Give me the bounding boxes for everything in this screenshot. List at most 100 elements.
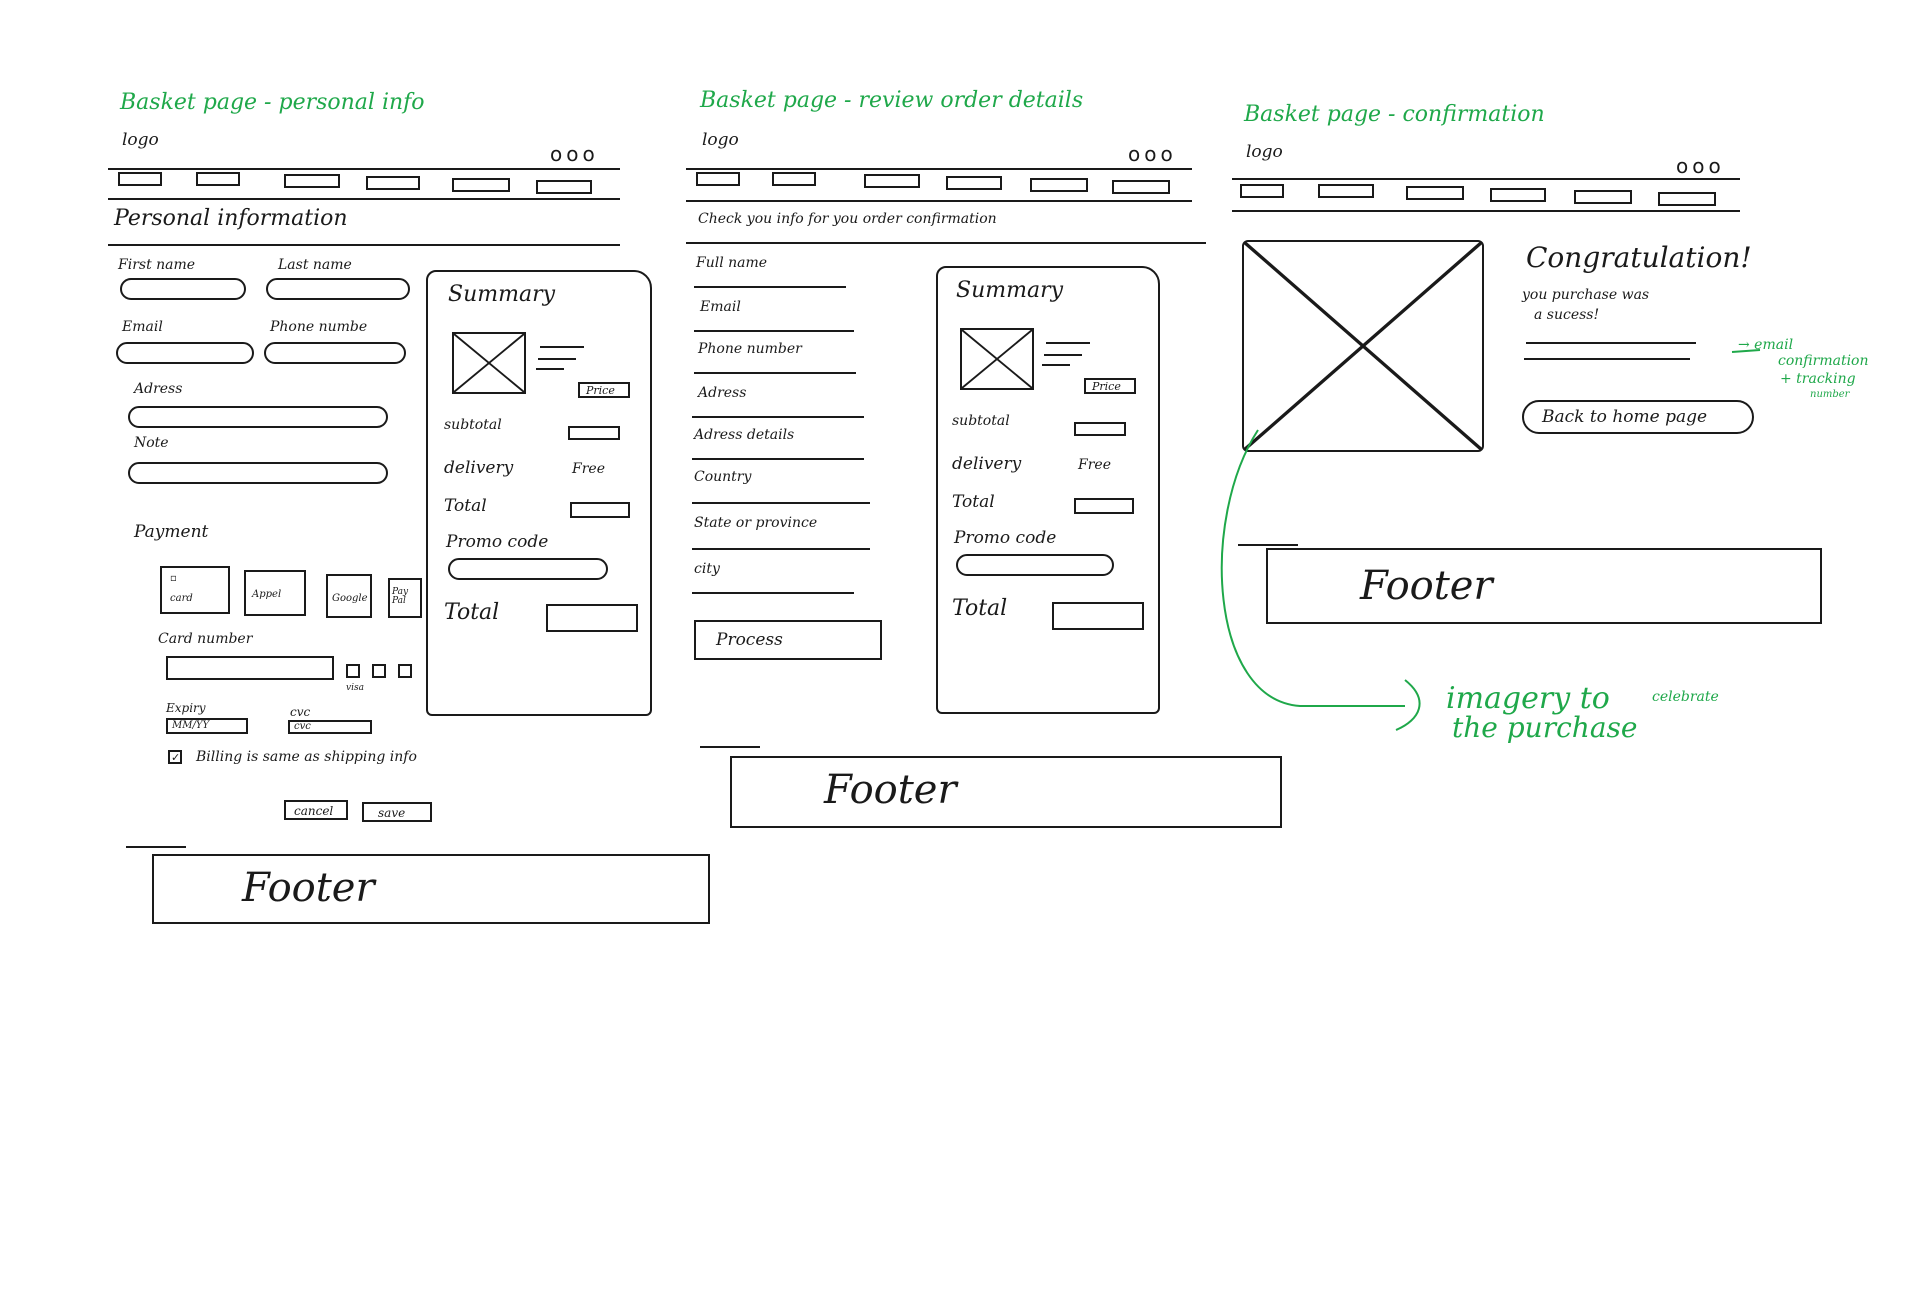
panel3-title: Basket page - confirmation — [1244, 102, 1545, 127]
nav-tab[interactable] — [946, 176, 1002, 190]
review-field-line — [692, 548, 870, 550]
nav-tab[interactable] — [696, 172, 740, 186]
summary-card: Summary Price subtotal delivery Free Tot… — [936, 266, 1160, 714]
review-field-label: Full name — [696, 255, 768, 271]
nav-tab[interactable] — [772, 172, 816, 186]
back-to-home-label: Back to home page — [1542, 407, 1708, 427]
subtotal-value — [568, 426, 620, 440]
image-placeholder-icon — [962, 330, 1032, 388]
image-placeholder-icon — [454, 334, 524, 392]
heading-divider — [108, 244, 620, 246]
cancel-label: cancel — [294, 804, 334, 818]
payment-method-apple[interactable]: Appel — [244, 570, 306, 616]
review-field-line — [692, 502, 870, 504]
total2-label: Total — [444, 600, 500, 625]
first-name-field[interactable] — [120, 278, 246, 300]
nav-tab[interactable] — [1318, 184, 1374, 198]
save-button[interactable]: save — [362, 802, 432, 822]
address-field[interactable] — [128, 406, 388, 428]
nav-divider — [686, 200, 1192, 202]
review-field-label: State or province — [694, 515, 818, 531]
summary-title: Summary — [448, 282, 556, 307]
nav-tab[interactable] — [1406, 186, 1464, 200]
card-brand-icon — [372, 664, 386, 678]
footer: Footer — [730, 756, 1282, 828]
nav-divider — [1232, 210, 1740, 212]
card-number-field[interactable] — [166, 656, 334, 680]
nav-tab[interactable] — [536, 180, 592, 194]
annotation-text: confirmation — [1778, 353, 1869, 369]
cancel-button[interactable]: cancel — [284, 800, 348, 820]
nav-tab[interactable] — [118, 172, 162, 186]
note-label: Note — [134, 435, 169, 451]
email-field[interactable] — [116, 342, 254, 364]
nav-tab[interactable] — [452, 178, 510, 192]
delivery-label: delivery — [444, 458, 514, 478]
billing-checkbox[interactable]: ✓ — [168, 750, 182, 764]
page-heading: Personal information — [114, 206, 348, 231]
footer-label: Footer — [824, 767, 957, 813]
note-field[interactable] — [128, 462, 388, 484]
nav-tab[interactable] — [1574, 190, 1632, 204]
product-desc-line — [1042, 364, 1070, 366]
nav-tab[interactable] — [284, 174, 340, 188]
email-arrow — [1731, 349, 1761, 353]
menu-icon[interactable]: ooo — [1128, 142, 1177, 166]
card-number-label: Card number — [158, 631, 253, 647]
total-label: Total — [952, 492, 995, 512]
card-brand-icon — [346, 664, 360, 678]
menu-icon[interactable]: ooo — [1676, 154, 1725, 178]
review-field-label: Country — [694, 469, 752, 485]
payment-method-card[interactable]: ▫ card — [160, 566, 230, 614]
promo-label: Promo code — [446, 532, 549, 552]
nav-tab[interactable] — [864, 174, 920, 188]
card-brand-icon — [398, 664, 412, 678]
header-divider — [108, 168, 620, 170]
nav-tab[interactable] — [1112, 180, 1170, 194]
logo: logo — [122, 130, 159, 150]
payment-method-label: card — [170, 593, 193, 604]
payment-method-paypal[interactable]: Pay Pal — [388, 578, 422, 618]
review-field-line — [694, 286, 846, 288]
phone-label: Phone numbe — [270, 319, 368, 335]
product-desc-line — [1044, 354, 1082, 356]
product-name-line — [540, 346, 584, 348]
nav-divider — [108, 198, 620, 200]
footer-label: Footer — [1360, 563, 1493, 609]
product-desc-line — [536, 368, 564, 370]
nav-tab[interactable] — [1490, 188, 1546, 202]
promo-field[interactable] — [448, 558, 608, 580]
review-field-label: Email — [700, 299, 741, 315]
promo-field[interactable] — [956, 554, 1114, 576]
subtotal-label: subtotal — [444, 417, 502, 433]
nav-tab[interactable] — [196, 172, 240, 186]
payment-method-google[interactable]: Google — [326, 574, 372, 618]
cvc-field[interactable]: cvc — [288, 720, 372, 734]
summary-title: Summary — [956, 278, 1064, 303]
last-name-field[interactable] — [266, 278, 410, 300]
back-to-home-button[interactable]: Back to home page — [1522, 400, 1754, 434]
phone-field[interactable] — [264, 342, 406, 364]
total2-label: Total — [952, 596, 1008, 621]
process-button[interactable]: Process — [694, 620, 882, 660]
process-label: Process — [716, 630, 783, 650]
menu-icon[interactable]: ooo — [550, 142, 599, 166]
subtotal-value — [1074, 422, 1126, 436]
heading-divider — [686, 242, 1206, 244]
celebration-image-placeholder — [1242, 240, 1484, 452]
nav-tab[interactable] — [1030, 178, 1088, 192]
nav-tab[interactable] — [1658, 192, 1716, 206]
expiry-field[interactable]: MM/YY — [166, 718, 248, 734]
header-divider — [686, 168, 1192, 170]
price-tag: Price — [578, 382, 630, 398]
nav-tab[interactable] — [1240, 184, 1284, 198]
total2-value — [1052, 602, 1144, 630]
image-placeholder-icon — [1244, 242, 1482, 450]
nav-tab[interactable] — [366, 176, 420, 190]
address-label: Adress — [134, 381, 183, 397]
expiry-placeholder: MM/YY — [172, 720, 210, 731]
logo: logo — [1246, 142, 1283, 162]
imagery-brace — [1395, 679, 1421, 731]
annotation-text: number — [1810, 389, 1850, 400]
product-name-line — [1046, 342, 1090, 344]
